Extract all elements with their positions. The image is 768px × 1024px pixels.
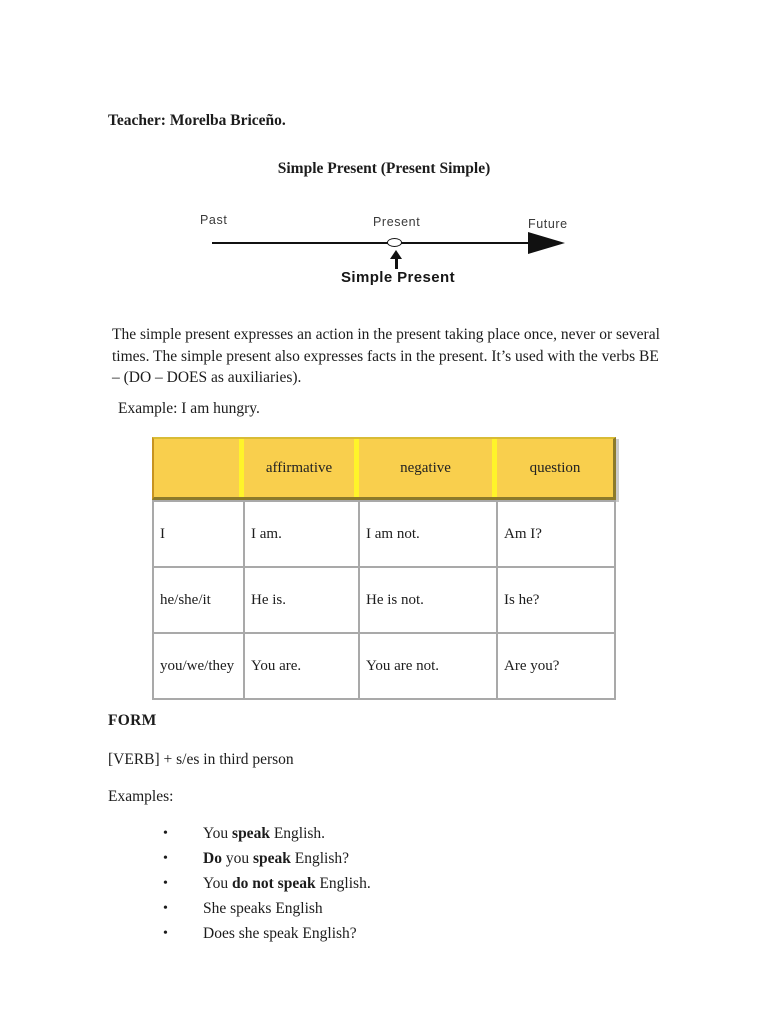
timeline-caption: Simple Present [341,269,455,286]
table-header-cell-question: question [529,459,581,476]
table-header-row: affirmative negative question [152,437,616,500]
table-header-cell-negative: negative [359,439,497,497]
example-line: Example: I am hungry. [118,400,260,417]
example-list-item: • Does she speak English? [163,922,371,947]
up-arrow-icon [390,250,402,259]
bullet-icon: • [163,926,168,942]
form-rule-line: [VERB] + s/es in third person [108,751,294,768]
bullet-icon: • [163,825,168,841]
table-cell: Are you? [504,657,560,674]
timeline-future-label: Future [528,217,568,231]
example-list-item: • She speaks English [163,897,371,922]
intro-paragraph: The simple present expresses an action i… [112,326,660,387]
example-text: You speak English. [203,824,326,842]
table-cell: I am. [245,502,360,566]
table-cell: You are. [245,634,360,698]
example-list-item: • Do you speak English? [163,846,371,871]
table-cell: You are not. [360,634,498,698]
example-list-item: • You speak English. [163,821,371,846]
present-point-marker [387,238,402,247]
table-header-cell-affirmative: affirmative [244,439,359,497]
bullet-icon: • [163,901,168,917]
timeline-diagram: Past Present Future Simple Present [198,210,570,288]
bullet-icon: • [163,875,168,891]
table-cell: He is. [245,568,360,632]
example-list-item: • You do not speak English. [163,871,371,896]
table-cell: you/we/they [154,634,245,698]
timeline-present-label: Present [373,215,421,229]
timeline-past-label: Past [200,213,228,227]
teacher-line: Teacher: Morelba Briceño. [108,112,286,129]
example-text: She speaks English [203,900,323,918]
table-header-cell-empty [154,439,244,497]
up-arrow-stem [395,258,398,269]
form-heading: FORM [108,712,157,729]
example-text: Do you speak English? [203,849,349,867]
table-cell: He is not. [360,568,498,632]
timeline-axis-line [212,242,536,244]
table-cell: he/she/it [154,568,245,632]
right-arrowhead-icon [528,232,565,254]
table-cell: Is he? [504,591,540,608]
example-text: You do not speak English. [203,874,371,892]
examples-label: Examples: [108,788,174,805]
examples-bullet-list: • You speak English. • Do you speak English… [163,821,371,947]
table-cell: I [154,502,245,566]
example-text: Does she speak English? [203,925,357,943]
page-title: Simple Present (Present Simple) [277,160,491,177]
table-cell: Am I? [504,525,542,542]
table-cell: I am not. [360,502,498,566]
bullet-icon: • [163,850,168,866]
